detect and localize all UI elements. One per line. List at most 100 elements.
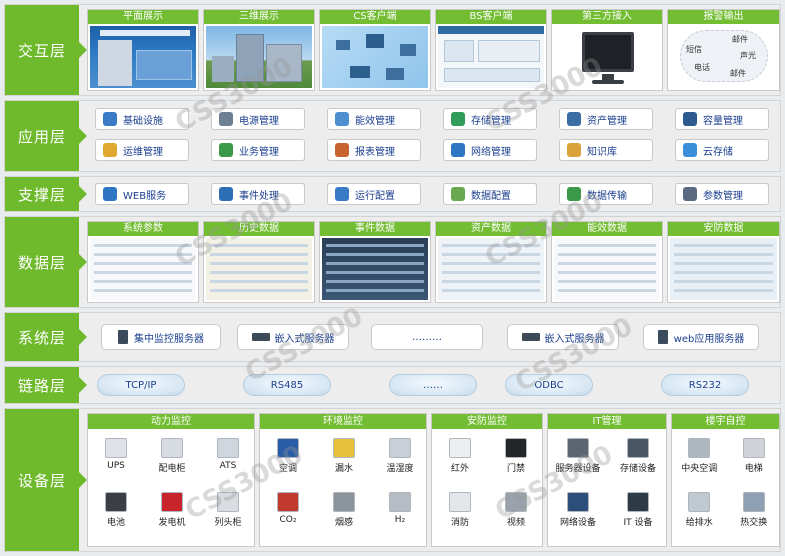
card-title: 系统参数 xyxy=(88,222,198,236)
system-item[interactable]: 嵌入式服务器 xyxy=(237,324,349,350)
device-item[interactable]: 配电柜 xyxy=(148,438,196,474)
data-screenshot xyxy=(438,238,544,300)
data-card[interactable]: 能效数据 xyxy=(551,221,663,303)
system-item[interactable]: web应用服务器 xyxy=(643,324,759,350)
device-item[interactable]: 发电机 xyxy=(148,492,196,528)
app-item[interactable]: 存储管理 xyxy=(443,108,537,130)
app-item[interactable]: 云存储 xyxy=(675,139,769,161)
system-item[interactable]: 嵌入式服务器 xyxy=(507,324,619,350)
system-label: 嵌入式服务器 xyxy=(544,333,605,345)
support-label: WEB服务 xyxy=(123,190,167,202)
device-item[interactable]: CO₂ xyxy=(264,492,312,525)
data-card[interactable]: 系统参数 xyxy=(87,221,199,303)
data-card[interactable]: 历史数据 xyxy=(203,221,315,303)
support-item[interactable]: 运行配置 xyxy=(327,183,421,205)
device-item[interactable]: 视频 xyxy=(492,492,540,528)
data-screenshot xyxy=(206,238,312,300)
app-item[interactable]: 业务管理 xyxy=(211,139,305,161)
device-item[interactable]: 存储设备 xyxy=(614,438,662,474)
device-item[interactable]: 列头柜 xyxy=(204,492,252,528)
device-item[interactable]: 漏水 xyxy=(320,438,368,474)
device-item[interactable]: 电梯 xyxy=(730,438,778,474)
card-title: 事件数据 xyxy=(320,222,430,236)
device-item[interactable]: UPS xyxy=(92,438,140,471)
device-item[interactable]: 热交换 xyxy=(730,492,778,528)
data-card[interactable]: 安防数据 xyxy=(667,221,780,303)
device-icon xyxy=(742,438,765,458)
alarm-email: 邮件 xyxy=(732,35,748,44)
table-line xyxy=(210,262,308,265)
app-item[interactable]: 容量管理 xyxy=(675,108,769,130)
device-item[interactable]: 烟感 xyxy=(320,492,368,528)
device-item[interactable]: 温湿度 xyxy=(376,438,424,474)
support-item[interactable]: WEB服务 xyxy=(95,183,189,205)
card-bs-client[interactable]: BS客户端 xyxy=(435,9,547,91)
protocol-label: RS232 xyxy=(688,379,722,391)
device-label: 红外 xyxy=(450,464,469,474)
device-item[interactable]: H₂ xyxy=(376,492,424,525)
system-item[interactable]: ……… xyxy=(371,324,483,350)
device-item[interactable]: 电池 xyxy=(92,492,140,528)
app-item[interactable]: 基础设施 xyxy=(95,108,189,130)
support-label: 数据传输 xyxy=(587,190,627,202)
cs-client-screenshot xyxy=(322,26,428,88)
card-third-party[interactable]: 第三方接入 xyxy=(551,9,663,91)
table-line xyxy=(326,244,424,247)
server-icon xyxy=(251,333,270,341)
app-item[interactable]: 能效管理 xyxy=(327,108,421,130)
app-item[interactable]: 运维管理 xyxy=(95,139,189,161)
device-group-title: IT管理 xyxy=(548,414,666,429)
system-item[interactable]: 集中监控服务器 xyxy=(101,324,221,350)
card-alarm-output[interactable]: 报警输出 短信 邮件 声光 电话 邮件 xyxy=(667,9,780,91)
device-label: 消防 xyxy=(450,518,469,528)
device-icon xyxy=(161,438,183,458)
device-item[interactable]: 中央空调 xyxy=(675,438,723,474)
device-item[interactable]: 空调 xyxy=(264,438,312,474)
application-layer: 应用层 基础设施电源管理能效管理存储管理资产管理容量管理运维管理业务管理报表管理… xyxy=(4,100,781,172)
device-icon xyxy=(105,438,127,458)
data-card[interactable]: 事件数据 xyxy=(319,221,431,303)
card-plane-view[interactable]: 平面展示 xyxy=(87,9,199,91)
device-item[interactable]: 网络设备 xyxy=(554,492,602,528)
support-item[interactable]: 数据配置 xyxy=(443,183,537,205)
app-item[interactable]: 资产管理 xyxy=(559,108,653,130)
layer-label: 系统层 xyxy=(5,313,87,361)
device-item[interactable]: 红外 xyxy=(436,438,484,474)
device-item[interactable]: IT 设备 xyxy=(614,492,662,528)
support-item[interactable]: 数据传输 xyxy=(559,183,653,205)
3d-view-screenshot xyxy=(206,26,312,88)
support-label: 参数管理 xyxy=(703,190,743,202)
app-icon xyxy=(335,143,349,157)
device-label: H₂ xyxy=(394,515,406,525)
app-icon xyxy=(103,112,117,126)
app-item[interactable]: 电源管理 xyxy=(211,108,305,130)
card-cs-client[interactable]: CS客户端 xyxy=(319,9,431,91)
app-icon xyxy=(451,143,465,157)
support-item[interactable]: 事件处理 xyxy=(211,183,305,205)
app-item[interactable]: 知识库 xyxy=(559,139,653,161)
device-item[interactable]: 门禁 xyxy=(492,438,540,474)
app-icon xyxy=(219,143,233,157)
app-item[interactable]: 网络管理 xyxy=(443,139,537,161)
app-item[interactable]: 报表管理 xyxy=(327,139,421,161)
app-label: 业务管理 xyxy=(239,146,279,158)
device-icon xyxy=(742,492,765,512)
protocol-label: RS485 xyxy=(270,379,304,391)
data-screenshot xyxy=(554,238,660,300)
data-card[interactable]: 资产数据 xyxy=(435,221,547,303)
device-item[interactable]: 消防 xyxy=(436,492,484,528)
support-item[interactable]: 参数管理 xyxy=(675,183,769,205)
device-item[interactable]: 给排水 xyxy=(675,492,723,528)
server-icon xyxy=(521,333,540,341)
device-item[interactable]: ATS xyxy=(204,438,252,471)
alarm-output-diagram: 短信 邮件 声光 电话 邮件 xyxy=(670,26,777,88)
layer-label: 链路层 xyxy=(5,367,87,403)
alarm-phone: 电话 xyxy=(694,63,710,72)
device-label: 门禁 xyxy=(506,464,525,474)
card-3d-view[interactable]: 三维展示 xyxy=(203,9,315,91)
device-item[interactable]: 服务器设备 xyxy=(554,438,602,474)
device-icon xyxy=(389,492,411,512)
table-line xyxy=(442,244,540,247)
